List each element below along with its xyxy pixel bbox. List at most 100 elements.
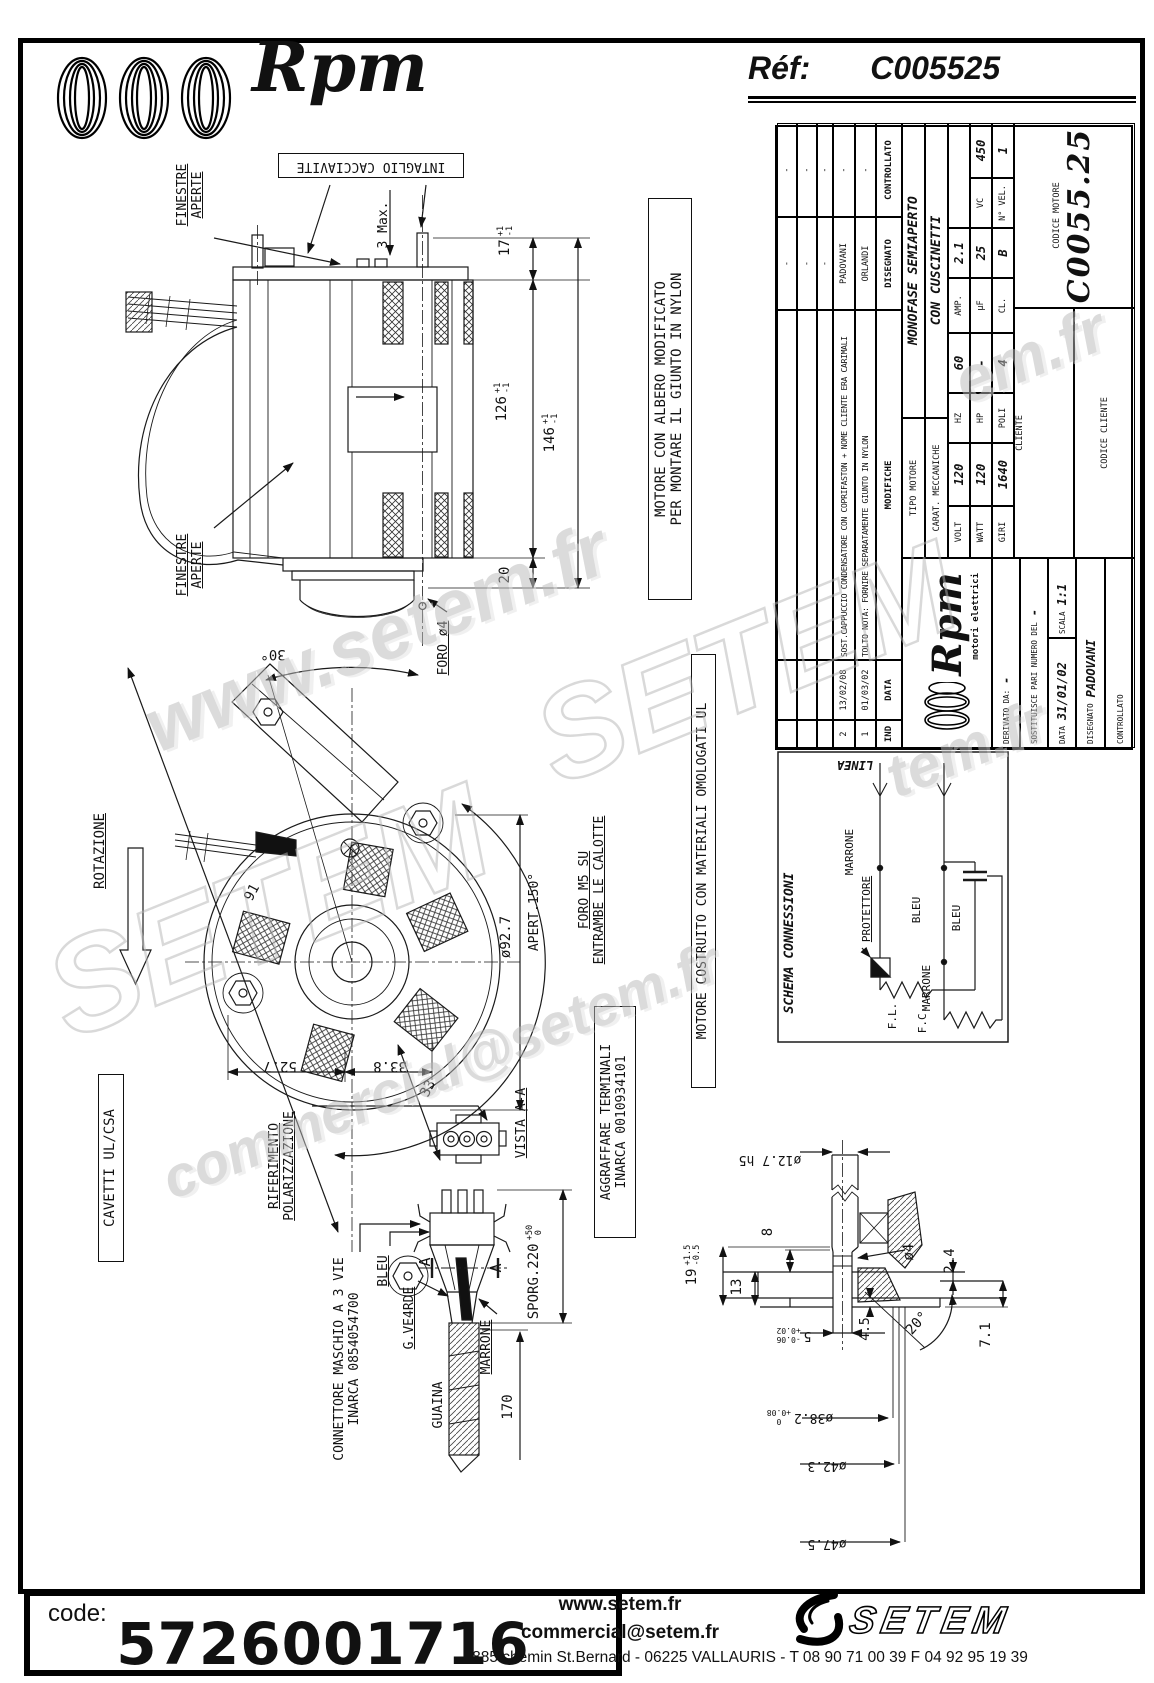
tb-rev-1-data: 01/03/02 [855,660,876,720]
tb-sostituisce-cell: SOSTITUISCE PARI NUMERO DEL- [1020,558,1048,748]
tb-rev-b-ind [817,720,833,748]
tb-watt-label: WATT [970,506,992,558]
tb-rev-h-ind: IND [876,720,902,748]
wire-bleu-label: BLEU [376,1255,392,1287]
ref-label: Réf: [748,50,811,86]
dim-o4-label: ø4 [901,1243,918,1261]
dim-33-8-label: 33.8 [373,1057,407,1074]
tb-derivato-cell: DERIVATO DA:- [992,558,1020,748]
schema-title-label: SCHEMA CONNESSIONI [782,872,798,1014]
tb-carat-value: CON CUSCINETTI [925,123,948,418]
tb-controllato-cell: CONTROLLATO [1105,558,1135,748]
tb-cl-label: CL. [992,278,1014,333]
nota-materiali-ul-label: MOTORE COSTRUITO CON MATERIALI OMOLOGATI… [691,654,716,1088]
tb-volt-value: 120 [948,443,970,506]
footer-address: 885 chemin St.Bernard - 06225 VALLAURIS … [472,1649,1028,1666]
dim-o42-3-label: ø42.3 [807,1457,847,1473]
sezione-a-1-label: A [416,1257,435,1267]
rotazione-label: ROTAZIONE [92,813,109,889]
tb-rev-a2-mod [797,310,817,660]
tb-hp-value: - [970,333,992,393]
titleblock-logo-cell: Rpm motori elettrici [902,558,992,748]
brand-text: Rpm [252,28,429,108]
dim-126-label: 126+1-1 [493,382,512,422]
tb-hz-value: 60 [948,333,970,393]
dim-o92-7-label: ø92.7 [498,915,515,959]
tb-rev-a2-data [797,660,817,720]
code-value: 5726001716 [116,1610,530,1678]
footer-site: www.setem.fr [558,1594,682,1615]
dim-8-label: 8 [760,1227,777,1237]
vista-a-a-label: VISTA A-A [514,1087,530,1159]
tb-amp-label: AMP. [948,278,970,333]
schema-marrone-1-label: MARRONE [843,828,857,876]
dim-20-label: 20 [497,566,514,584]
tb-rev-2-ind: 2 [833,720,855,748]
tb-rev-h-dis: DISEGNATO [876,217,902,310]
ref-underline-1 [748,96,1136,99]
code-label: code: [48,1600,107,1627]
dim-19-label: 19+1.5-0.5 [683,1244,702,1286]
setem-logo-text: SETEM [846,1599,1014,1642]
tb-rev-a2-ind [797,720,817,748]
tb-rev-1-mod: TOLTO NOTA: FORNIRE SEPARATAMENTE GIUNTO… [855,310,876,660]
tb-poli-label: POLI [992,393,1014,443]
dim-7-1-label: 7.1 [978,1322,995,1348]
schema-bleu-2-label: BLEU [950,904,964,932]
tb-carat-label: CARAT. MECCANICHE [925,418,948,558]
tb-cliente-cell: CLIENTE [1014,308,1074,558]
tb-watt-value: 120 [970,443,992,506]
tb-rev-1-ind: 1 [855,720,876,748]
tb-vc-value: 450 [970,123,992,178]
setem-logo: SETEM [795,1591,1016,1646]
reference-block: Réf: C005525 [748,50,1138,87]
dim-4-5-label: 4.5 [858,1317,874,1341]
intaglio-cacciavite-label: INTAGLIO CACCIAVITE [278,153,464,178]
tb-rev-a1-mod [777,310,797,660]
dim-o47-5-label: ø47.5 [807,1535,847,1551]
footer-contact: www.setem.fr commercial@setem.fr [450,1591,790,1646]
footer-email: commercial@setem.fr [520,1621,720,1643]
tb-rev-h-ctrl: CONTROLLATO [876,123,902,217]
dim-3max-label: 3 Max. [376,201,392,249]
dim-2-4-label: 2.4 [942,1248,959,1274]
tb-rev-a1-data [777,660,797,720]
footer: code: 5726001716 www.setem.fr commercial… [0,1585,1154,1683]
dim-170-label: 170 [500,1394,517,1420]
tb-cl-value: B [992,228,1014,278]
tb-volt-label: VOLT [948,506,970,558]
tb-rev-a2-ctrl: - [797,123,817,217]
tb-rev-2-ctrl: - [833,123,855,217]
tb-rev-a1-ind [777,720,797,748]
tb-tipo-label: TIPO MOTORE [902,418,925,558]
schema-protettore-label: PROTETTORE [860,875,874,943]
tb-tipo-value: MONOFASE SEMIAPERTO [902,123,925,418]
tb-rev-2-mod: SOST.CAPPUCCIO CONDENSATORE CON COPRIFAS… [833,310,855,660]
dim-52-7-label: 52.7 [263,1057,297,1074]
tb-codice-cliente-cell: CODICE CLIENTE [1074,308,1135,558]
tb-poli-value: 4 [992,333,1014,393]
tb-rev-a2-dis: - [797,217,817,310]
dim-13-label: 13 [729,1278,746,1296]
schema-fc-label: F.C. [916,1006,930,1034]
tb-rev-2-dis: PADOVANI [833,217,855,310]
tb-rev-b-dis: - [817,217,833,310]
titleblock-brand-sub: motori elettrici [971,573,981,660]
schema-fl-label: F.L. [886,1002,900,1030]
schema-bleu-1-label: BLEU [910,896,924,924]
tb-rev-b-mod [817,310,833,660]
titleblock-coils-icon [924,681,970,730]
tb-rev-h-mod: MODIFICHE [876,310,902,660]
dim-30deg-label: 30° [260,645,286,662]
